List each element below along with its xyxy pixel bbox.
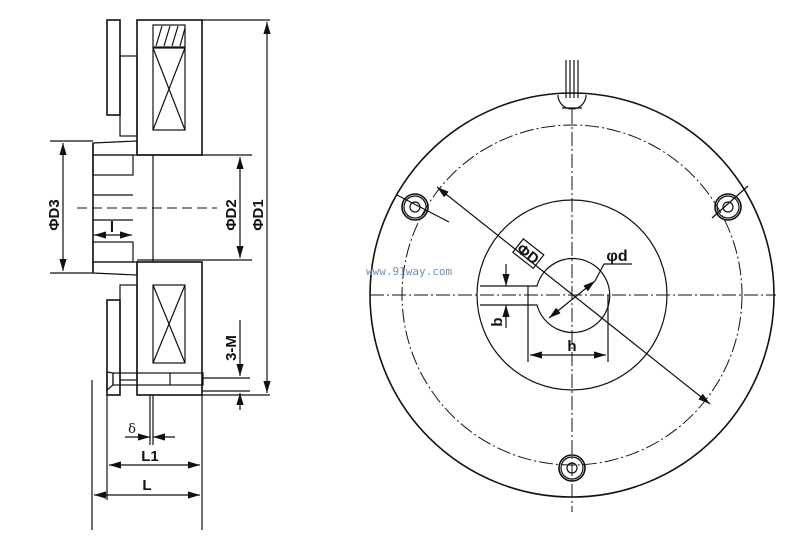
- front-view: ΦD φd b h: [369, 60, 776, 512]
- d2-label: ΦD2: [223, 199, 240, 231]
- hub-bottom: [92, 261, 138, 276]
- m-label: 3-M: [223, 335, 240, 361]
- d1-label: ΦD1: [250, 199, 267, 231]
- l-small-label: l: [110, 219, 114, 236]
- spring-icon: [152, 24, 186, 48]
- cable-icon: [557, 60, 587, 110]
- l1-label: L1: [141, 448, 159, 465]
- h-label: h: [567, 338, 576, 355]
- coil-icon: [152, 47, 186, 364]
- l-label: L: [142, 477, 151, 494]
- delta-label: δ: [128, 422, 136, 437]
- hub-top: [92, 140, 138, 156]
- d-bore-label: φd: [606, 248, 627, 265]
- bolt-icon: [106, 371, 204, 392]
- watermark: www.91way.com: [366, 265, 452, 278]
- housing-bottom: [136, 261, 203, 396]
- d3-label: ΦD3: [46, 199, 63, 231]
- side-section-view: ΦD3 ΦD2 ΦD1 l 3-M δ L1 L: [46, 19, 271, 530]
- armature-plate-top: [106, 19, 121, 116]
- d-bore-dimension: [548, 280, 596, 319]
- d-outer-label: ΦD: [513, 241, 542, 269]
- bolt-circle: [401, 124, 743, 466]
- mounting-hole-icon: [396, 185, 749, 482]
- b-label: b: [489, 317, 506, 326]
- friction-disc-top: [119, 55, 138, 137]
- outer-circle: [369, 92, 775, 498]
- friction-disc-bottom: [119, 284, 138, 381]
